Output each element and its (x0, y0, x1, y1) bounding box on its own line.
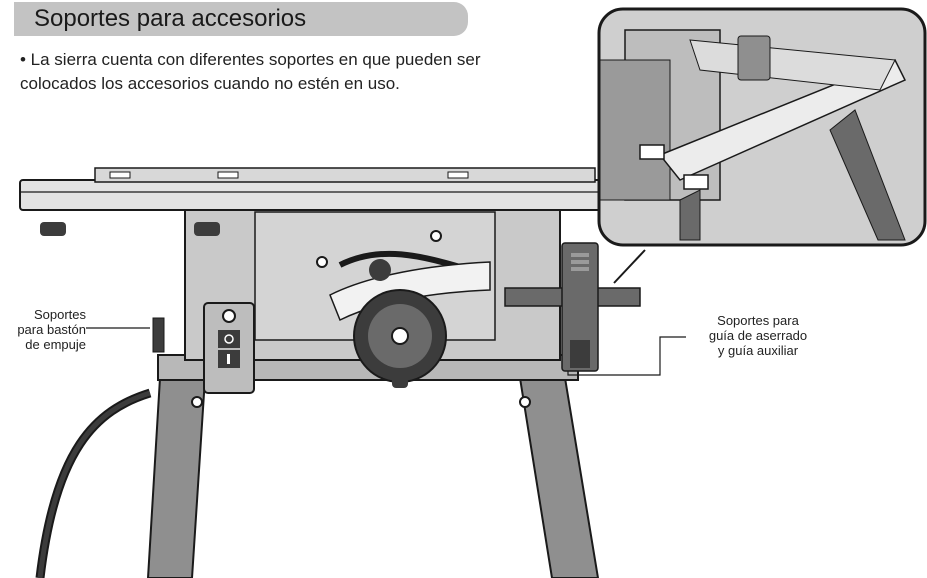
section-title: Soportes para accesorios (34, 5, 307, 32)
bullet-paragraph: • La sierra cuenta con diferentes soport… (20, 50, 481, 93)
bar-icon (227, 354, 230, 364)
table-top (19, 179, 611, 211)
callout-right-line1: Soportes para (717, 313, 799, 328)
power-cord (35, 388, 152, 578)
push-stick-holder-callout: Soportes para bastón de empuje (4, 307, 86, 352)
callout-right-line3: y guía auxiliar (717, 343, 799, 358)
callout-left-line2: para bastón (17, 322, 86, 337)
callout-right-line2: guía de aserrado (708, 328, 808, 343)
rip-fence-rail (94, 167, 596, 183)
leveling-foot (40, 222, 66, 236)
inset-pointer (613, 249, 646, 284)
leg-bolt (191, 396, 203, 408)
circle-icon (224, 334, 234, 344)
fence-holder (561, 242, 599, 372)
leveling-foot (194, 222, 220, 236)
fence-holder-callout: Soportes para guía de aserrado y guía au… (688, 313, 828, 358)
safety-key (222, 309, 236, 323)
inset-detail-view (597, 7, 927, 247)
bevel-lock-knob (369, 259, 391, 281)
right-callout-line (567, 336, 686, 376)
left-leg (146, 377, 207, 578)
right-leg (518, 377, 600, 578)
push-stick-holder (152, 317, 165, 353)
callout-left-line3: de empuje (25, 337, 86, 352)
callout-left-line1: Soportes (33, 307, 86, 322)
handwheel-grip (392, 368, 408, 388)
section-title-bar: Soportes para accesorios (14, 2, 468, 36)
leg-bolt (519, 396, 531, 408)
power-on-button (218, 330, 240, 348)
